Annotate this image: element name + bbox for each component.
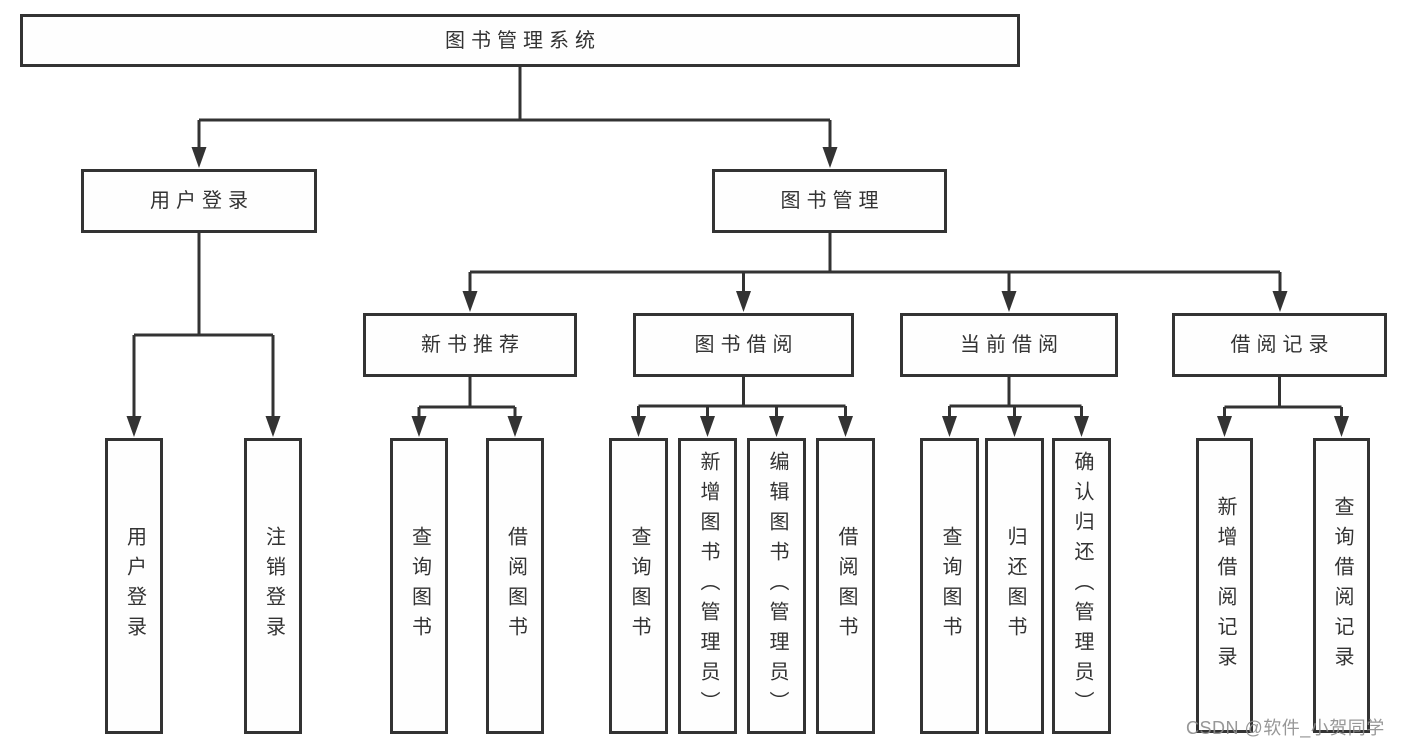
leaf-newbook-borrow-book: 借阅图书 [486, 438, 544, 734]
leaf-current-query-book-label: 查询图书 [939, 526, 961, 646]
node-user-login: 用户登录 [81, 169, 317, 233]
node-book-borrow-label: 图书借阅 [694, 334, 799, 356]
leaf-record-add-record: 新增借阅记录 [1196, 438, 1253, 733]
leaf-borrow-add-book: 新增图书（管理员） [678, 438, 737, 734]
node-borrow-record-label: 借阅记录 [1230, 334, 1335, 356]
connector-current-borrow-to-leaves [942, 377, 1089, 437]
leaf-newbook-borrow-book-label: 借阅图书 [504, 526, 527, 646]
arrowhead [1334, 416, 1349, 437]
connector-borrow-record-to-leaves [1217, 377, 1349, 437]
node-root-label: 图书管理系统 [445, 29, 601, 52]
arrowhead [1272, 291, 1288, 312]
leaf-borrow-edit-book: 编辑图书（管理员） [747, 438, 806, 734]
arrowhead [631, 416, 646, 437]
leaf-record-query-record: 查询借阅记录 [1313, 438, 1370, 733]
leaf-borrow-add-book-label: 新增图书（管理员） [697, 451, 719, 721]
arrowhead [1074, 416, 1089, 437]
arrowhead [462, 291, 478, 312]
arrowhead [942, 416, 957, 437]
node-current-borrow-label: 当前借阅 [960, 334, 1064, 356]
connector-user-login-to-leaves [126, 233, 281, 437]
arrowhead [1001, 291, 1017, 312]
arrowhead [265, 416, 281, 437]
leaf-newbook-query-book-label: 查询图书 [408, 526, 431, 646]
leaf-user-login-label: 用户登录 [123, 526, 146, 646]
node-current-borrow: 当前借阅 [900, 313, 1118, 377]
leaf-current-confirm-return-label: 确认归还（管理员） [1071, 451, 1093, 721]
node-book-borrow: 图书借阅 [633, 313, 854, 377]
arrowhead [1007, 416, 1022, 437]
node-book-management-label: 图书管理 [780, 190, 885, 212]
node-root-system: 图书管理系统 [20, 14, 1020, 67]
watermark: CSDN @软件_小贺同学 [1186, 718, 1385, 738]
leaf-current-return-book: 归还图书 [985, 438, 1044, 734]
arrowhead [507, 416, 523, 437]
leaf-current-confirm-return: 确认归还（管理员） [1052, 438, 1111, 734]
leaf-borrow-borrow-book: 借阅图书 [816, 438, 875, 734]
arrowhead [126, 416, 142, 437]
arrowhead [411, 416, 427, 437]
arrowhead [769, 416, 784, 437]
connector-book-management-to-level3 [462, 233, 1288, 312]
leaf-borrow-edit-book-label: 编辑图书（管理员） [766, 451, 788, 721]
connector-new-book-to-leaves [411, 377, 523, 437]
arrowhead [700, 416, 715, 437]
leaf-borrow-query-book-label: 查询图书 [628, 526, 650, 646]
leaf-logout: 注销登录 [244, 438, 302, 734]
connector-root-to-level2 [191, 67, 838, 168]
node-book-management: 图书管理 [712, 169, 947, 233]
leaf-logout-label: 注销登录 [262, 526, 285, 646]
leaf-current-query-book: 查询图书 [920, 438, 979, 734]
leaf-current-return-book-label: 归还图书 [1004, 526, 1026, 646]
connector-book-borrow-to-leaves [631, 377, 853, 437]
arrowhead [1217, 416, 1232, 437]
leaf-record-add-record-label: 新增借阅记录 [1214, 495, 1236, 676]
leaf-newbook-query-book: 查询图书 [390, 438, 448, 734]
arrowhead [838, 416, 853, 437]
node-user-login-label: 用户登录 [150, 190, 254, 212]
leaf-record-query-record-label: 查询借阅记录 [1331, 495, 1353, 676]
node-new-book-recommend-label: 新书推荐 [421, 334, 525, 356]
leaf-user-login: 用户登录 [105, 438, 163, 734]
arrowhead [822, 147, 838, 168]
arrowhead [191, 147, 207, 168]
node-new-book-recommend: 新书推荐 [363, 313, 577, 377]
arrowhead [736, 291, 751, 312]
leaf-borrow-query-book: 查询图书 [609, 438, 668, 734]
node-borrow-record: 借阅记录 [1172, 313, 1387, 377]
leaf-borrow-borrow-book-label: 借阅图书 [835, 526, 857, 646]
